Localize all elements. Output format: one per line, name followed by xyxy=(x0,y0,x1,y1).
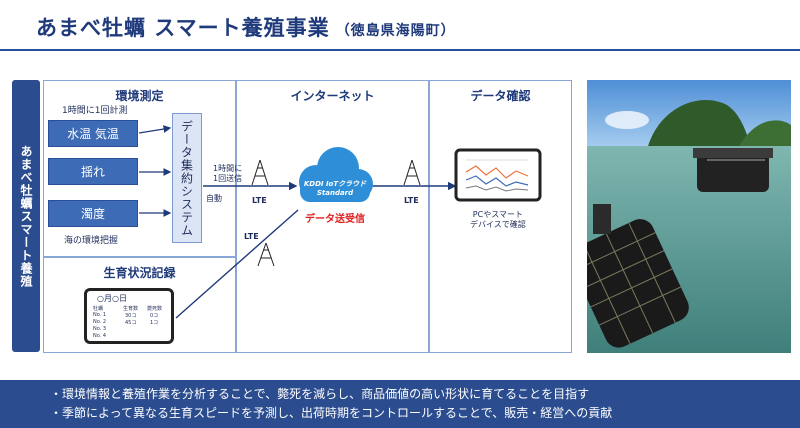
lte-tower-icon xyxy=(251,159,269,186)
title-divider xyxy=(0,49,800,51)
data-send-label: データ送受信 xyxy=(305,214,365,225)
table-cell: 45コ xyxy=(125,320,137,326)
cloud-service-plan: Standard xyxy=(316,189,354,197)
sensor-sway: 揺れ xyxy=(48,158,138,185)
data-check-panel-title: データ確認 xyxy=(470,89,531,103)
measure-interval-note: 1時間に1回計測 xyxy=(62,106,128,116)
table-cell: No. 2 xyxy=(93,319,107,325)
table-header: 生育数 xyxy=(123,306,139,312)
summary-line-1: ・環境情報と養殖作業を分析することで、斃死を減らし、商品価値の高い形状に育てるこ… xyxy=(50,387,590,401)
table-header: 斃死数 xyxy=(147,306,163,312)
table-cell: No. 4 xyxy=(93,333,107,339)
arrow-tablet-to-cloud xyxy=(175,209,299,319)
data-aggregation-system-label: データ集約システム xyxy=(179,119,194,237)
summary-banner: ・環境情報と養殖作業を分析することで、斃死を減らし、商品価値の高い形状に育てるこ… xyxy=(0,380,800,428)
send-interval-note: 1時間に 1回送信 xyxy=(213,164,243,183)
table-cell: 0コ xyxy=(150,313,159,319)
data-aggregation-system: データ集約システム xyxy=(172,113,202,243)
table-cell: No. 3 xyxy=(93,326,107,332)
lte-tower-icon xyxy=(257,242,275,267)
sidebar-label: あまべ牡蠣スマート養殖 xyxy=(19,144,33,288)
internet-panel: インターネット xyxy=(236,80,429,353)
sensor-turbidity: 濁度 xyxy=(48,200,138,227)
summary-line-2: ・季節によって異なる生育スピードを予測し、出荷時期をコントロールすることで、販売… xyxy=(50,406,613,420)
table-cell: 1コ xyxy=(150,320,159,326)
table-cell: 30コ xyxy=(125,313,137,319)
record-date: ○月○日 xyxy=(97,294,127,303)
project-sidebar: あまべ牡蠣スマート養殖 xyxy=(12,80,40,352)
page-title-main: あまべ牡蠣 スマート養殖事業 xyxy=(36,16,330,40)
lte-label: LTE xyxy=(244,232,259,241)
oyster-farm-photo xyxy=(587,80,791,353)
lte-label: LTE xyxy=(404,196,419,205)
data-check-panel: データ確認 xyxy=(429,80,572,353)
device-check-note: PCやスマート デバイスで確認 xyxy=(470,210,526,229)
monitor-icon xyxy=(454,148,542,202)
cloud-service-name: KDDI IoTクラウド xyxy=(303,180,367,188)
ocean-environment-note: 海の環境把握 xyxy=(64,236,119,246)
growth-panel-title: 生育状況記録 xyxy=(103,266,176,280)
lte-label: LTE xyxy=(252,196,267,205)
page-title-location: （徳島県海陽町） xyxy=(335,23,456,39)
growth-record-tablet: ○月○日 牡蠣 生育数 斃死数 No. 1 30コ 0コ No. 2 45コ 1… xyxy=(84,288,174,344)
cloud-service-label: KDDI IoTクラウド Standard xyxy=(296,180,374,198)
page-title: あまべ牡蠣 スマート養殖事業 （徳島県海陽町） xyxy=(36,12,456,42)
environment-panel-title: 環境測定 xyxy=(115,89,164,103)
table-header: 牡蠣 xyxy=(93,306,104,312)
arrow-sensor-temp xyxy=(138,125,172,134)
sensor-water-air-temp: 水温 気温 xyxy=(48,120,138,147)
auto-label: 自動 xyxy=(206,194,222,203)
table-cell: No. 1 xyxy=(93,312,107,318)
internet-panel-title: インターネット xyxy=(290,89,375,103)
lte-tower-icon xyxy=(403,159,421,186)
cloud-icon xyxy=(299,147,373,202)
